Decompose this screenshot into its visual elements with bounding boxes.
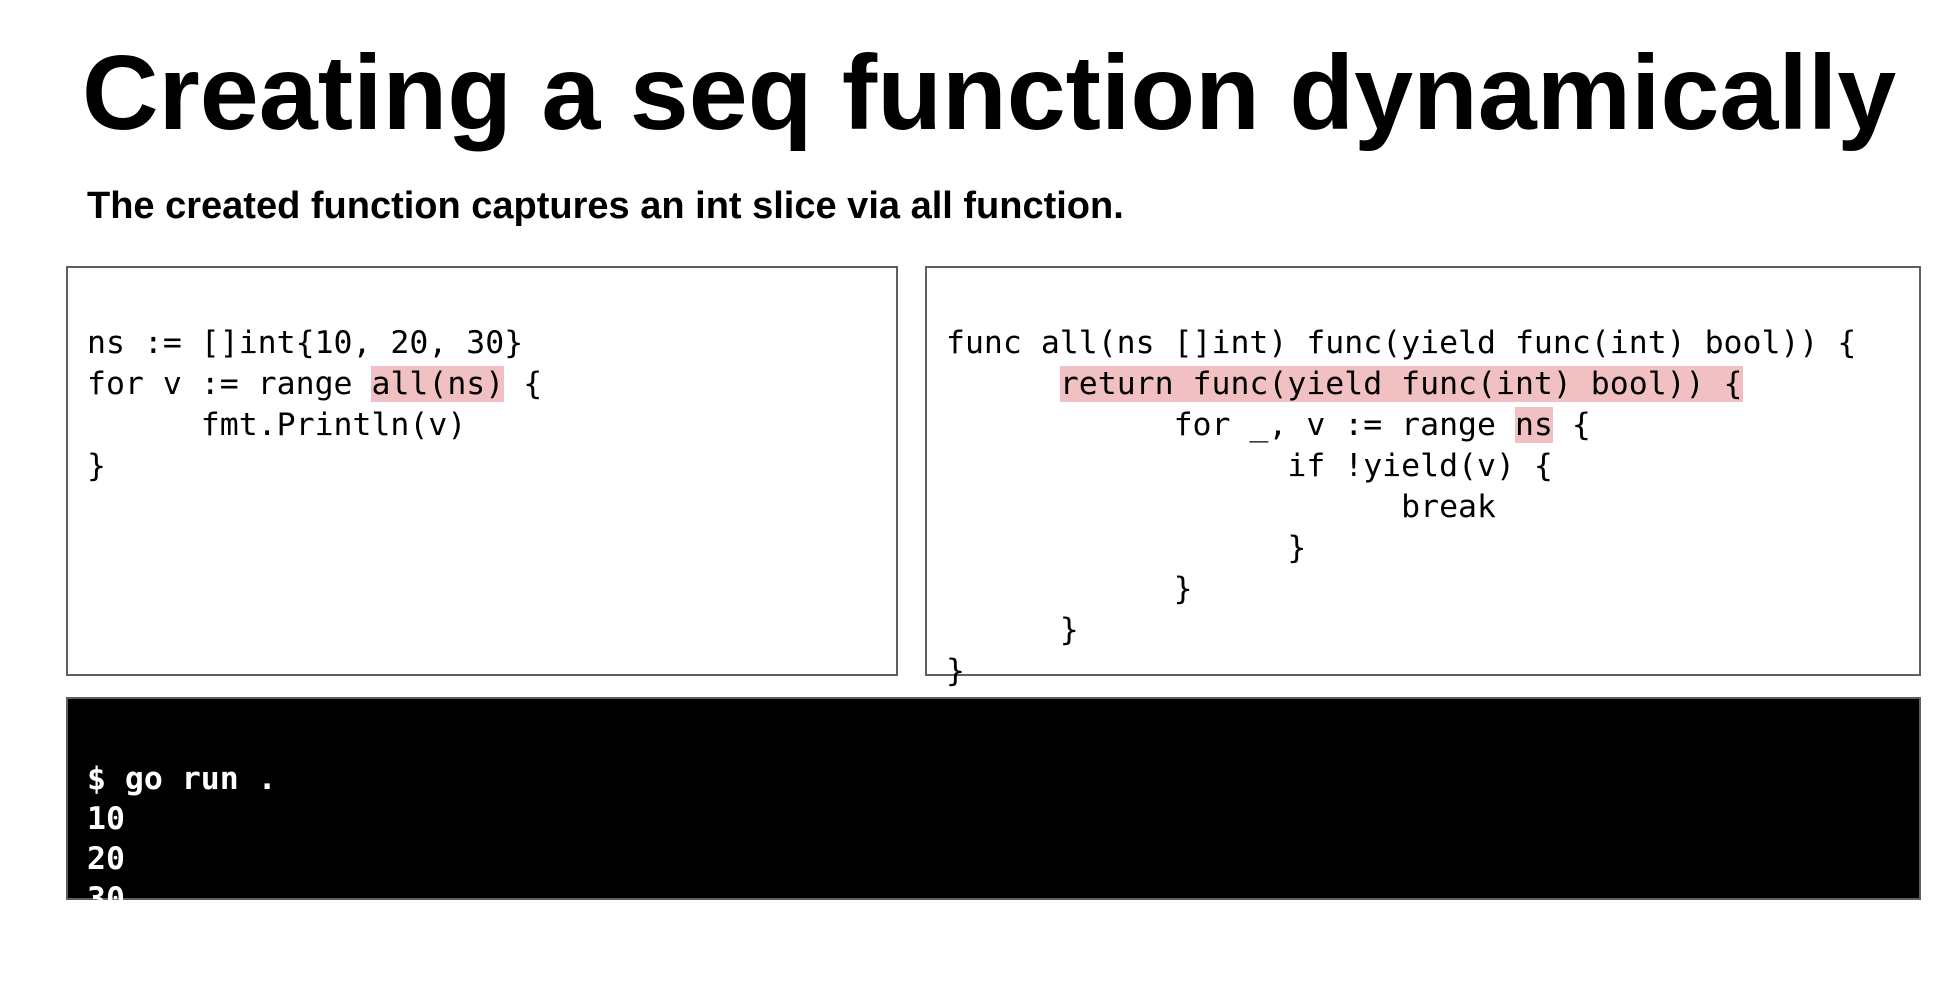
- code-text: }: [946, 653, 965, 689]
- code-line: }: [946, 528, 1900, 569]
- code-line: for v := range all(ns) {: [87, 364, 877, 405]
- code-text: }: [87, 448, 106, 484]
- code-text: ns := []int{10, 20, 30}: [87, 325, 524, 361]
- highlighted-code: return func(yield func(int) bool)) {: [1059, 366, 1743, 402]
- code-text: }: [946, 612, 1079, 648]
- code-text: func all(ns []int) func(yield func(int) …: [946, 325, 1857, 361]
- terminal-line: $ go run .: [87, 761, 277, 797]
- highlighted-code: ns: [1514, 407, 1553, 443]
- code-text: }: [946, 530, 1307, 566]
- code-line: if !yield(v) {: [946, 446, 1900, 487]
- code-text: }: [946, 571, 1193, 607]
- slide-subtitle: The created function captures an int sli…: [87, 185, 1124, 227]
- terminal-line: 30: [87, 881, 125, 917]
- code-text: if !yield(v) {: [946, 448, 1553, 484]
- code-line: return func(yield func(int) bool)) {: [946, 364, 1900, 405]
- code-line: }: [87, 446, 877, 487]
- code-line: func all(ns []int) func(yield func(int) …: [946, 323, 1900, 364]
- code-line: }: [946, 610, 1900, 651]
- terminal-output: $ go run . 10 20 30: [66, 697, 1921, 917]
- code-line: ns := []int{10, 20, 30}: [87, 323, 877, 364]
- code-line: fmt.Println(v): [87, 405, 877, 446]
- terminal-line: 20: [87, 841, 125, 877]
- code-text: fmt.Println(v): [87, 407, 467, 443]
- code-text: {: [1552, 407, 1591, 443]
- code-text: break: [946, 489, 1496, 525]
- highlighted-code: all(ns): [371, 366, 505, 402]
- code-indent: [946, 366, 1060, 402]
- code-line: }: [946, 651, 1900, 692]
- code-block-all-function: func all(ns []int) func(yield func(int) …: [925, 266, 1921, 689]
- code-text: for v := range: [87, 366, 372, 402]
- code-line: for _, v := range ns {: [946, 405, 1900, 446]
- slide-title: Creating a seq function dynamically: [82, 34, 1897, 152]
- terminal-line: 10: [87, 801, 125, 837]
- code-block-usage: ns := []int{10, 20, 30}for v := range al…: [66, 266, 898, 676]
- code-line: }: [946, 569, 1900, 610]
- code-text: for _, v := range: [946, 407, 1515, 443]
- code-text: {: [504, 366, 543, 402]
- code-line: break: [946, 487, 1900, 528]
